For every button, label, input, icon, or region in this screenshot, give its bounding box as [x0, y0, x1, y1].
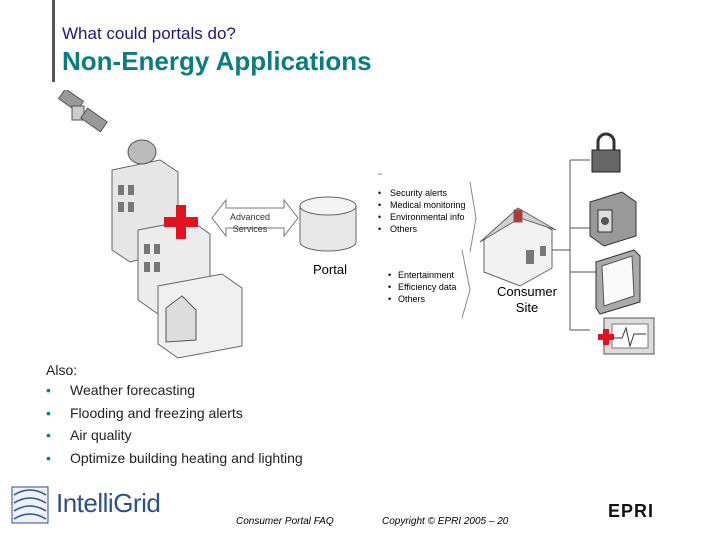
upper-service-list: • Security alerts • Medical monitoring •… [378, 173, 477, 253]
list-bullet: • [388, 294, 391, 304]
portal-database-icon [299, 196, 357, 252]
upper-list-item: Others [390, 224, 418, 234]
portal-label: Portal [313, 262, 347, 277]
monitor-icon [595, 249, 641, 315]
title-accent-bar [52, 0, 55, 82]
warehouse-building-icon [157, 273, 243, 359]
upper-list-item: Medical monitoring [390, 200, 466, 210]
upper-list-item: Security alerts [390, 188, 448, 198]
portal-diagram: Advanced Services Portal • Security aler… [57, 90, 655, 359]
lower-list-item: Entertainment [398, 270, 455, 280]
slide-title: Non-Energy Applications [62, 46, 372, 76]
list-bullet: • [378, 212, 381, 222]
list-bullet: • [388, 270, 391, 280]
house-icon [479, 207, 557, 287]
also-label: Also: [46, 362, 78, 378]
list-item-text: Optimize building heating and lighting [70, 449, 303, 466]
slide-subtitle: What could portals do? [62, 24, 236, 43]
red-cross-icon [164, 205, 198, 239]
device-connector-lines [552, 159, 596, 331]
lower-list-item: Efficiency data [398, 282, 456, 292]
consumer-site-label: Consumer [497, 284, 558, 299]
satellite-dish-icon [127, 139, 157, 165]
bullet-icon: • [46, 404, 51, 421]
satellite-icon [57, 90, 108, 133]
list-item: • Optimize building heating and lighting [46, 449, 303, 473]
advanced-services-label-line2: Services [233, 224, 268, 234]
advanced-services-arrow: Advanced Services [211, 198, 299, 238]
lower-service-list: • Entertainment • Efficiency data • Othe… [388, 249, 471, 319]
bullet-icon: • [46, 449, 51, 466]
padlock-icon [591, 132, 621, 173]
list-item-text: Weather forecasting [70, 382, 196, 398]
intelligrid-logo-icon [11, 486, 49, 524]
brand-name: IntelliGrid [56, 488, 161, 518]
advanced-services-label: Advanced [230, 212, 270, 222]
list-bullet: • [378, 200, 381, 210]
epri-logo-icon: EPRI [608, 501, 654, 520]
medical-monitor-icon [598, 317, 655, 355]
footer-title: Consumer Portal FAQ [236, 516, 334, 527]
consumer-site-label-line2: Site [516, 300, 538, 315]
list-bullet: • [378, 224, 381, 234]
list-item: • Air quality [46, 427, 131, 450]
footer-copyright: Copyright © EPRI 2005 – 20 [382, 516, 509, 527]
list-bullet: • [388, 282, 391, 292]
lower-list-item: Others [398, 294, 426, 304]
list-bullet: • [378, 188, 381, 198]
chimney-icon [513, 209, 523, 223]
list-item: • Flooding and freezing alerts [46, 404, 243, 428]
upper-list-item: Environmental info [390, 212, 465, 222]
safe-icon [589, 191, 637, 247]
bullet-icon: • [46, 382, 51, 398]
list-item-text: Flooding and freezing alerts [70, 404, 243, 421]
epri-logo-text: EPRI [608, 501, 654, 520]
also-list: Also: • Weather forecasting • Flooding a… [46, 362, 303, 473]
bullet-icon: • [46, 427, 51, 443]
list-item: • Weather forecasting [46, 382, 195, 405]
list-item-text: Air quality [70, 427, 132, 443]
